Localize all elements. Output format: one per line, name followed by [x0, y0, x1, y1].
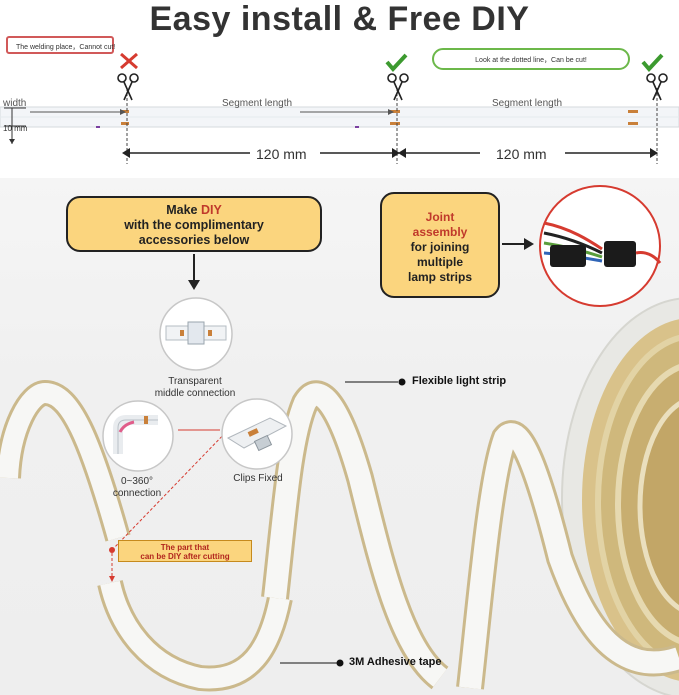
arrow-down-icon	[188, 254, 200, 290]
clips-caption: Clips Fixed	[233, 473, 283, 484]
rotation-caption-line2: connection	[112, 488, 162, 499]
transparent-connector-image	[159, 297, 233, 371]
joint-assembly-box: Joint assembly for joining multiple lamp…	[380, 192, 500, 298]
segment-diagram	[0, 52, 679, 164]
diy-cut-note: The part that can be DIY after cutting	[118, 540, 252, 562]
angle-connector-image	[102, 400, 174, 472]
segment-length-label: Segment length	[222, 98, 293, 109]
adhesive-tape-label: 3M Adhesive tape	[349, 656, 442, 668]
joint-line3: for joining	[410, 240, 470, 254]
segment-length-label: Segment length	[492, 98, 563, 109]
joint-highlight: Joint	[425, 210, 455, 224]
rotation-connection-caption: 0~360° connection	[92, 476, 182, 500]
diy-cut-line1: The part that	[160, 543, 210, 552]
top-band	[0, 0, 679, 178]
diy-info-box: Make DIY with the complimentary accessor…	[66, 196, 322, 252]
width-value: 10 mm	[3, 124, 28, 133]
scissors-icon	[646, 73, 668, 101]
joint-line5: lamp strips	[407, 270, 473, 284]
clip-image	[221, 398, 293, 470]
diy-highlight: DIY	[200, 203, 222, 217]
diy-line1-prefix: Make	[166, 203, 201, 217]
joint-line4: multiple	[416, 255, 463, 269]
page-title: Easy install & Free DIY	[149, 0, 530, 38]
rotation-caption-line1: 0~360°	[120, 476, 154, 487]
scissors-icon	[117, 73, 139, 101]
scissors-icon	[387, 73, 409, 101]
diy-cut-line2: can be DIY after cutting	[140, 552, 230, 561]
check-icon	[641, 53, 664, 73]
connector-image	[539, 185, 662, 307]
width-label: width	[3, 98, 27, 109]
segment-length-value: 120 mm	[496, 146, 547, 162]
assembly-highlight: assembly	[412, 225, 468, 239]
cross-icon	[120, 52, 138, 70]
check-icon	[385, 53, 408, 73]
diy-line2: with the complimentary	[124, 218, 264, 232]
transparent-caption-line2: middle connection	[154, 388, 236, 399]
led-strip-illustration	[0, 297, 679, 695]
segment-length-value: 120 mm	[256, 146, 307, 162]
transparent-caption-line1: Transparent	[168, 376, 222, 387]
diy-line3: accessories below	[138, 233, 250, 247]
welding-note: The welding place，Cannot cut!	[6, 36, 115, 54]
arrow-right-icon	[502, 238, 534, 250]
flexible-strip-label: Flexible light strip	[412, 375, 507, 387]
transparent-connection-caption: Transparent middle connection	[140, 376, 250, 400]
connector-line	[178, 429, 220, 431]
dotted-line-note: Look at the dotted line，Can be cut!	[432, 48, 630, 70]
